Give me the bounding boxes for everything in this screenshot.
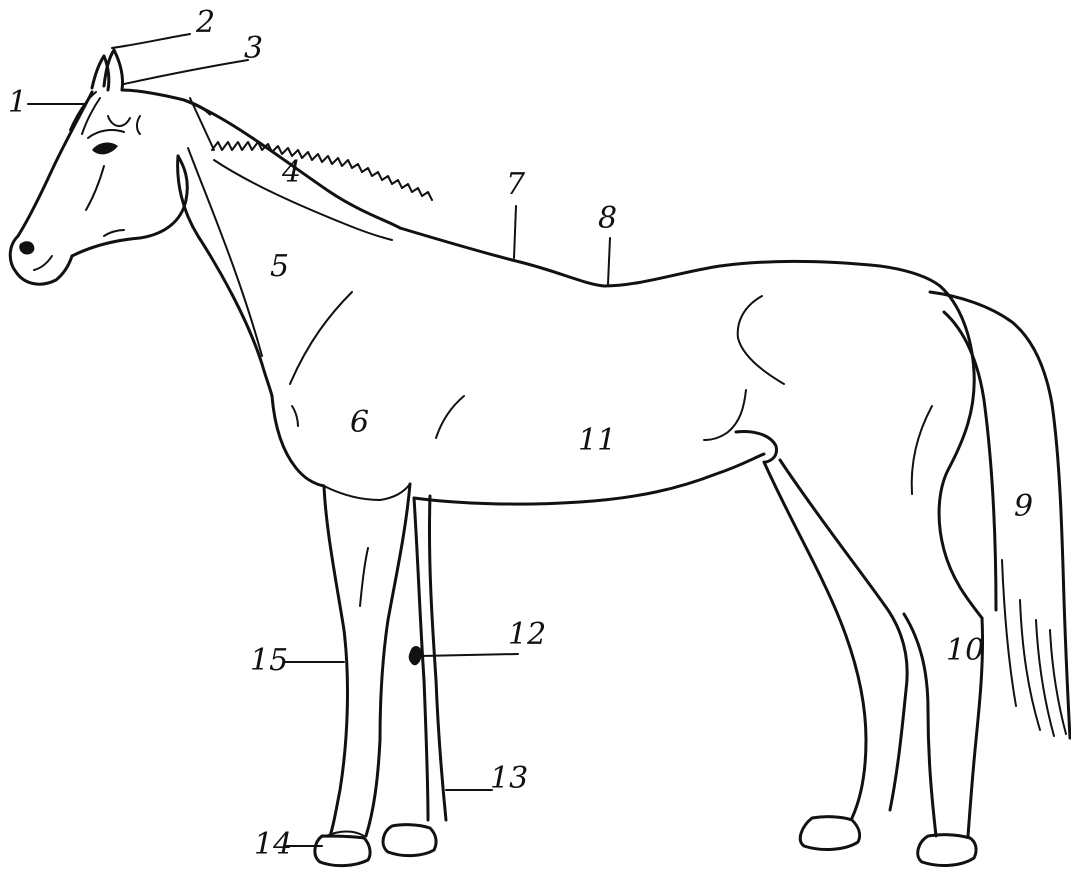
label-11: 11 xyxy=(578,423,616,458)
horse-tail xyxy=(930,292,1070,738)
front-legs xyxy=(315,484,446,866)
forearm-top xyxy=(324,484,410,500)
elbow-line xyxy=(436,396,464,438)
point-of-shoulder xyxy=(292,406,298,426)
near-hindleg-back xyxy=(780,460,907,810)
near-fore-hoof xyxy=(315,836,370,866)
leader-7 xyxy=(514,206,516,258)
label-4: 4 xyxy=(281,155,301,190)
chin-groove xyxy=(104,230,124,236)
hindquarter xyxy=(939,286,982,618)
gaskin-line xyxy=(912,406,932,494)
near-hind-hoof xyxy=(800,817,859,850)
label-10: 10 xyxy=(946,633,984,668)
chest xyxy=(272,396,324,486)
face-profile xyxy=(18,92,92,236)
label-13: 13 xyxy=(490,761,528,796)
throat xyxy=(178,156,272,396)
far-fore-hoof xyxy=(383,825,436,856)
label-14: 14 xyxy=(254,827,292,862)
label-5: 5 xyxy=(270,249,289,284)
hip-line xyxy=(738,296,784,384)
label-6: 6 xyxy=(350,405,369,440)
label-9: 9 xyxy=(1014,489,1033,524)
near-foreleg-tendon xyxy=(360,548,368,606)
label-1: 1 xyxy=(8,85,27,120)
horse-body xyxy=(272,228,982,618)
right-ear xyxy=(104,50,123,90)
far-hind-hoof xyxy=(918,835,976,866)
label-12: 12 xyxy=(508,617,546,652)
tail-strand-4 xyxy=(1050,630,1066,734)
mane xyxy=(212,142,432,200)
near-hindleg-front xyxy=(764,462,866,818)
cheek-line xyxy=(86,166,104,210)
far-foreleg-back xyxy=(429,496,446,820)
belly xyxy=(414,454,764,504)
horse-neck xyxy=(178,100,432,396)
far-hindleg-front xyxy=(904,614,936,836)
muzzle xyxy=(10,236,72,284)
eye xyxy=(92,143,118,155)
eyebrow xyxy=(88,130,124,138)
back-line xyxy=(400,228,940,286)
tail-strand-1 xyxy=(1002,560,1016,706)
tail-strand-2 xyxy=(1020,600,1040,730)
tail-top xyxy=(930,292,1070,738)
label-3: 3 xyxy=(244,31,263,66)
label-7: 7 xyxy=(506,167,526,202)
leader-2 xyxy=(112,34,190,48)
jugular-groove xyxy=(188,148,262,356)
near-foreleg-back xyxy=(366,484,410,836)
mouth-line xyxy=(34,256,52,270)
nostril xyxy=(19,241,34,254)
shoulder-line xyxy=(290,292,352,384)
number-labels: 1 2 3 4 5 6 7 8 9 10 11 12 13 14 15 xyxy=(8,5,1033,862)
leader-3-down xyxy=(190,98,214,150)
leader-3 xyxy=(124,60,248,84)
label-2: 2 xyxy=(195,5,215,40)
label-8: 8 xyxy=(598,201,617,236)
label-15: 15 xyxy=(250,643,288,678)
horse-head xyxy=(10,50,210,284)
leader-8 xyxy=(608,238,610,284)
